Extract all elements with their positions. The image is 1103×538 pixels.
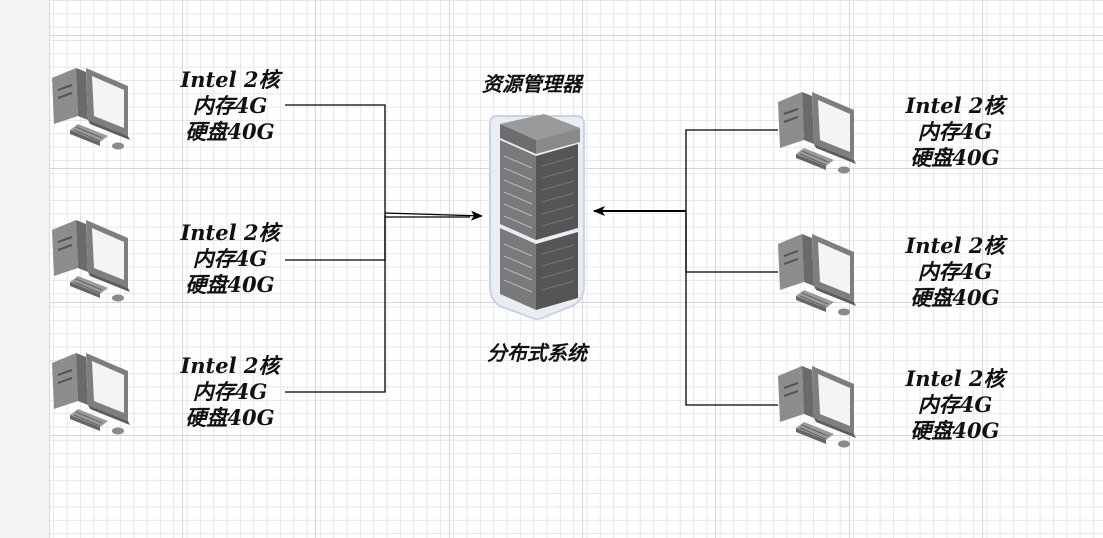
connector-right-2[interactable] (685, 212, 778, 273)
grid-major-line (49, 35, 1103, 36)
memory-spec: 内存4G (917, 259, 993, 284)
node-spec-label: Intel 2核 内存4G 硬盘40G (890, 366, 1020, 444)
memory-spec: 内存4G (917, 392, 993, 417)
memory-spec: 内存4G (917, 119, 993, 144)
disk-spec: 硬盘40G (910, 285, 1000, 310)
connector-left-1[interactable] (285, 104, 386, 215)
cpu-spec: Intel 2核 (905, 366, 1005, 391)
memory-spec: 内存4G (192, 379, 268, 404)
connector-left-3[interactable] (285, 215, 386, 393)
node-spec-label: Intel 2核 内存4G 硬盘40G (165, 67, 295, 145)
canvas-left-gutter (0, 0, 50, 538)
disk-spec: 硬盘40G (910, 418, 1000, 443)
computer-icon[interactable] (774, 358, 866, 450)
memory-spec: 内存4G (192, 246, 268, 271)
memory-spec: 内存4G (192, 93, 268, 118)
grid-major-line (315, 0, 316, 538)
computer-icon[interactable] (48, 212, 140, 304)
system-label: 分布式系统 (487, 341, 587, 365)
grid-major-line (715, 0, 716, 538)
node-spec-label: Intel 2核 内存4G 硬盘40G (890, 233, 1020, 311)
disk-spec: 硬盘40G (185, 405, 275, 430)
connector-left-2[interactable] (285, 215, 386, 261)
grid-major-line (982, 0, 983, 538)
manager-label: 资源管理器 (482, 72, 582, 96)
node-spec-label: Intel 2核 内存4G 硬盘40G (165, 353, 295, 431)
computer-icon[interactable] (48, 60, 140, 152)
grid-major-line (182, 0, 183, 538)
computer-icon[interactable] (774, 226, 866, 318)
cpu-spec: Intel 2核 (905, 233, 1005, 258)
cpu-spec: Intel 2核 (180, 220, 280, 245)
connector-right-1[interactable] (685, 129, 778, 212)
disk-spec: 硬盘40G (185, 119, 275, 144)
computer-icon[interactable] (774, 84, 866, 176)
server-rack-icon[interactable] (482, 110, 592, 320)
disk-spec: 硬盘40G (910, 145, 1000, 170)
cpu-spec: Intel 2核 (905, 93, 1005, 118)
arrow-to-manager-left[interactable] (384, 210, 483, 221)
node-spec-label: Intel 2核 内存4G 硬盘40G (890, 93, 1020, 171)
disk-spec: 硬盘40G (185, 272, 275, 297)
grid-major-line (49, 435, 1103, 436)
computer-icon[interactable] (48, 345, 140, 437)
cpu-spec: Intel 2核 (180, 353, 280, 378)
cpu-spec: Intel 2核 (180, 67, 280, 92)
node-spec-label: Intel 2核 内存4G 硬盘40G (165, 220, 295, 298)
connector-right-3[interactable] (685, 212, 778, 406)
grid-major-line (449, 0, 450, 538)
